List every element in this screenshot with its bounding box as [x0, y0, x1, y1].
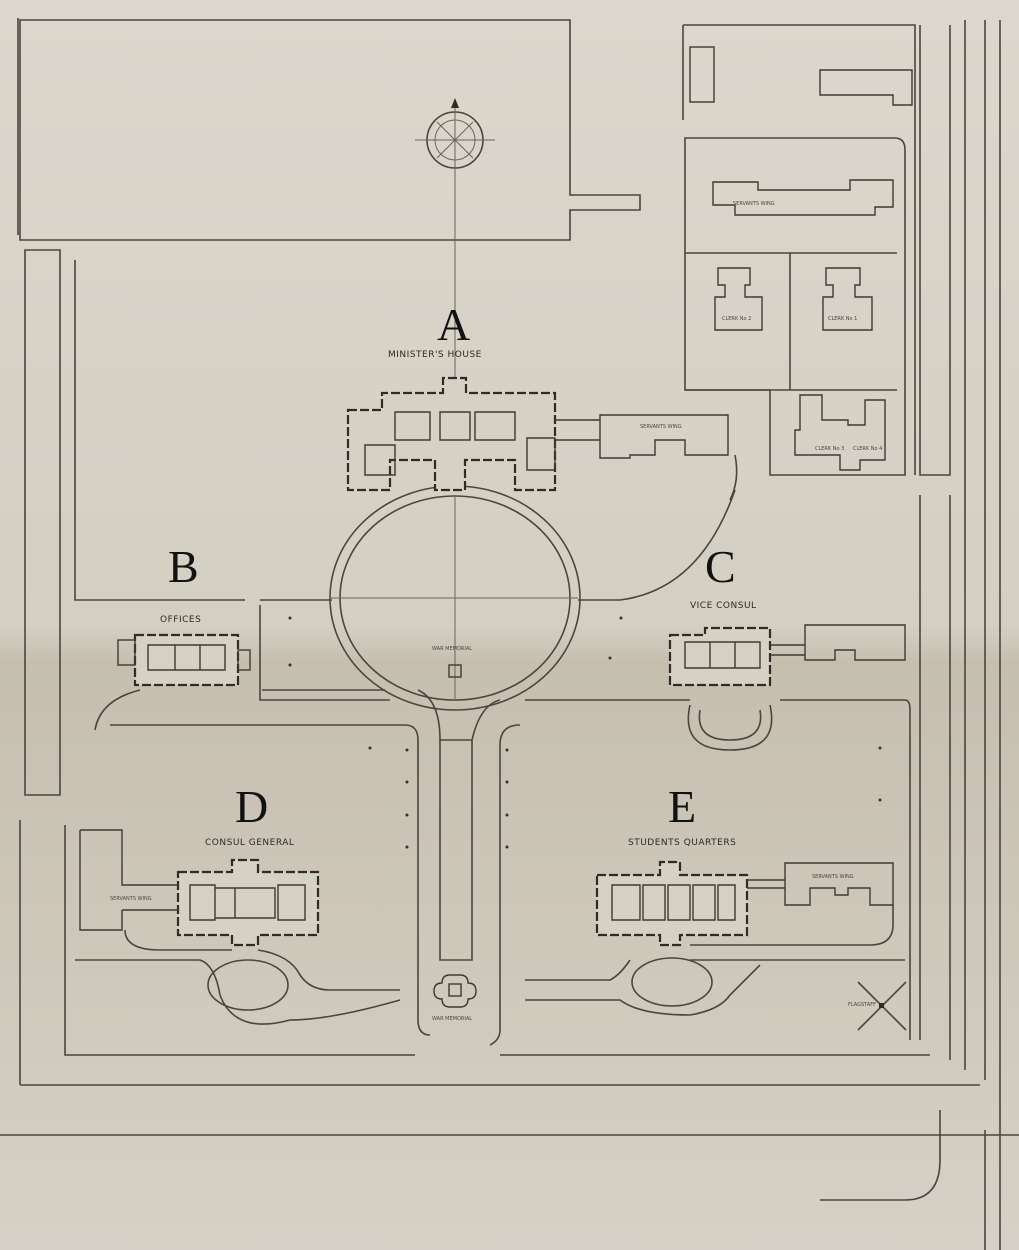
- clerk-2-label: CLERK No 2: [722, 316, 751, 322]
- flagstaff: FLAGSTAFF: [848, 981, 907, 1031]
- marker-c: C: [705, 541, 736, 592]
- flagstaff-label: FLAGSTAFF: [848, 1002, 876, 1008]
- servants-wing-a-label: SERVANTS WING: [640, 424, 682, 430]
- marker-a: A: [437, 299, 470, 350]
- clerk-3-label: CLERK No 3: [815, 446, 844, 452]
- servants-wing-e-label: SERVANTS WING: [812, 874, 854, 880]
- ministers-house-label: MINISTER'S HOUSE: [388, 350, 482, 360]
- consul-general-label: CONSUL GENERAL: [205, 838, 294, 848]
- compass-icon: [415, 98, 495, 180]
- marker-e: E: [668, 781, 696, 832]
- tree-dots: [288, 616, 882, 849]
- servants-wing-d-label: SERVANTS WING: [110, 896, 152, 902]
- building-offices[interactable]: OFFICES: [117, 615, 251, 687]
- roads: [0, 20, 1019, 1250]
- building-consul-general[interactable]: CONSUL GENERAL SERVANTS WING: [75, 829, 401, 1025]
- central-oval: WAR MEMORIAL: [329, 485, 581, 711]
- clerks-block-label: SERVANTS WING: [733, 201, 775, 207]
- marker-b: B: [168, 541, 199, 592]
- clerk-4-label: CLERK No 4: [853, 446, 882, 452]
- clerk-1-label: CLERK No 1: [828, 316, 857, 322]
- marker-d: D: [235, 781, 268, 832]
- students-quarters-label: STUDENTS QUARTERS: [628, 838, 736, 848]
- north-compound: [17, 18, 641, 378]
- oval-note: WAR MEMORIAL: [432, 646, 472, 652]
- building-students-quarters[interactable]: STUDENTS QUARTERS SERVANTS WING: [525, 838, 905, 1016]
- war-memorial: WAR MEMORIAL: [432, 974, 477, 1022]
- building-ministers-house[interactable]: MINISTER'S HOUSE SERVANTS WING: [346, 350, 738, 501]
- vice-consul-label: VICE CONSUL: [690, 601, 757, 611]
- service-compound: SERVANTS WING CLERK No 2 CLERK No 1 CLER…: [682, 24, 916, 476]
- war-memorial-label: WAR MEMORIAL: [432, 1016, 472, 1022]
- offices-label: OFFICES: [160, 615, 201, 625]
- building-vice-consul[interactable]: VICE CONSUL: [668, 601, 906, 751]
